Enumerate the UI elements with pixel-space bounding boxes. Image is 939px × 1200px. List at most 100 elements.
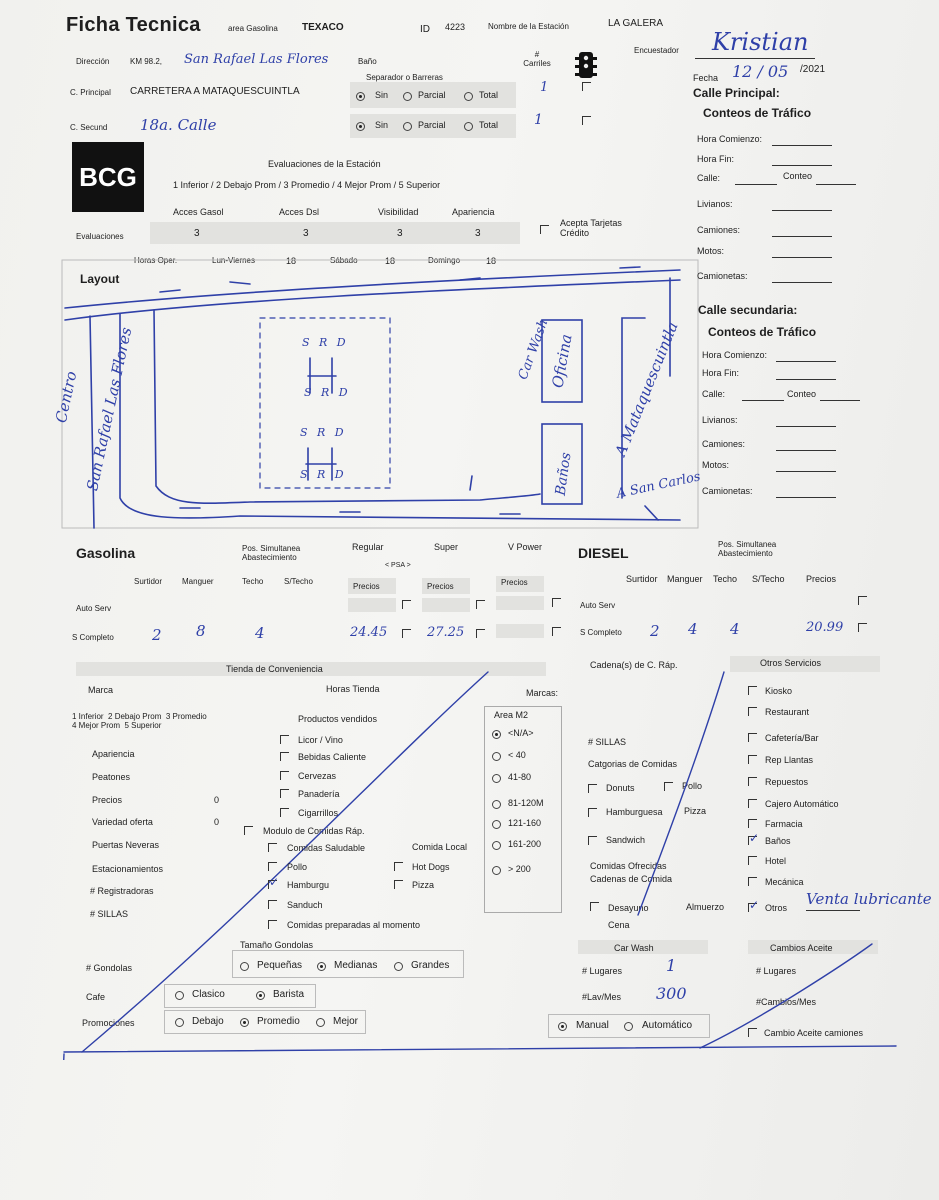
area-radio-6[interactable]	[492, 866, 501, 875]
form-title: Ficha Tecnica	[66, 14, 201, 36]
otros-checkbox-1[interactable]	[748, 707, 757, 716]
date-year: /2021	[800, 64, 826, 75]
secundaria-conteo-label: Conteo	[787, 389, 817, 399]
area-radio-0[interactable]	[492, 730, 501, 739]
comida-checkbox-0[interactable]	[268, 843, 277, 852]
evaluaciones-scale: 1 Inferior / 2 Debajo Prom / 3 Promedio …	[173, 180, 441, 190]
bano-title: Baño	[358, 57, 377, 66]
principal-field-1: Hora Fin:	[697, 154, 735, 164]
producto-checkbox-3[interactable]	[280, 789, 289, 798]
otros-checkbox-6[interactable]	[748, 819, 757, 828]
tienda-rating-7: # SILLAS	[90, 909, 129, 919]
comida-checkbox-2[interactable]: ✓	[268, 875, 280, 889]
area-value: TEXACO	[302, 22, 344, 33]
tienda-rating-1: Peatones	[92, 772, 131, 782]
direccion-print: KM 98.2,	[130, 57, 163, 66]
area-radio-5[interactable]	[492, 841, 501, 850]
secundaria-field-3: Livianos:	[702, 415, 738, 425]
date-value: 12 / 05	[732, 62, 789, 81]
otros-checkbox-2[interactable]	[748, 733, 757, 742]
tienda-rating-6: # Registradoras	[90, 886, 154, 896]
otros-label-2: Cafetería/Bar	[765, 733, 819, 743]
otros-label-3: Rep Llantas	[765, 755, 814, 765]
carriles-1: 1	[540, 80, 549, 95]
producto-checkbox-2[interactable]	[280, 771, 289, 780]
otros-label-8: Hotel	[765, 856, 787, 866]
comida-checkbox-3[interactable]	[268, 900, 277, 909]
otros-checkbox-10[interactable]: ✓	[748, 898, 760, 912]
otros-checkbox-4[interactable]	[748, 777, 757, 786]
secundaria-field-1: Hora Fin:	[702, 368, 740, 378]
otros-checkbox-7[interactable]: ✓	[748, 831, 760, 845]
otros-title: Otros Servicios	[760, 658, 822, 668]
secundaria-title: Calle secundaria:	[698, 303, 798, 317]
layout-sketch	[61, 259, 699, 529]
secund-label: C. Secund	[70, 123, 108, 132]
evaluaciones-row-label: Evaluaciones	[76, 232, 124, 241]
otros-label-9: Mecánica	[765, 877, 804, 887]
secundaria-field-0: Hora Comienzo:	[702, 350, 768, 360]
bcg-logo: BCG	[72, 142, 144, 212]
principal-field-2: Calle:	[697, 173, 721, 183]
direccion-label: Dirección	[76, 57, 110, 66]
principal-label: C. Principal	[70, 88, 111, 97]
otros-checkbox-8[interactable]	[748, 856, 757, 865]
otros-label-10: Otros	[765, 903, 788, 913]
surveyor-label: Encuestador	[634, 46, 679, 55]
comida-label-1: Pollo	[287, 862, 308, 872]
tarjetas-label: Acepta Tarjetas Crédito	[560, 218, 622, 238]
carriles-label: # Carriles	[523, 50, 551, 68]
area-label-0: <N/A>	[508, 728, 534, 738]
secundaria-field-6: Camionetas:	[702, 486, 753, 496]
area-label-2: 41-80	[508, 772, 532, 782]
price-regular: 24.45	[350, 625, 388, 640]
area-label-3: 81-120M	[508, 798, 544, 808]
cambios-title: Cambios Aceite	[770, 943, 833, 953]
date-label: Fecha	[693, 73, 719, 83]
area-label: area Gasolina	[228, 24, 278, 33]
principal-conteos: Conteos de Tráfico	[703, 106, 812, 120]
area-radio-2[interactable]	[492, 774, 501, 783]
area-radio-4[interactable]	[492, 820, 501, 829]
cadena-title: Cadena(s) de C. Ráp.	[590, 660, 678, 670]
tienda-rating-2: Precios	[92, 795, 123, 805]
otros-checkbox-5[interactable]	[748, 799, 757, 808]
principal-value: CARRETERA A MATAQUESCUINTLA	[130, 86, 300, 97]
secundaria-field-2: Calle:	[702, 389, 726, 399]
producto-label-2: Cervezas	[298, 771, 337, 781]
surveyor-value: Kristian	[712, 28, 809, 56]
carriles-2: 1	[534, 112, 543, 128]
principal-field-4: Camiones:	[697, 225, 741, 235]
tienda-rating-3: Variedad oferta	[92, 817, 153, 827]
producto-checkbox-4[interactable]	[280, 808, 289, 817]
comida-label-2: Hamburgu	[287, 880, 330, 890]
otros-checkbox-0[interactable]	[748, 686, 757, 695]
otros-checkbox-9[interactable]	[748, 877, 757, 886]
area-radio-1[interactable]	[492, 752, 501, 761]
tienda-title: Tienda de Conveniencia	[226, 664, 323, 674]
comida-checkbox-1[interactable]	[268, 862, 277, 871]
area-label-5: 161-200	[508, 839, 542, 849]
otros-label-5: Cajero Automático	[765, 799, 839, 809]
layout-label: Layout	[80, 272, 120, 286]
gasolina-title: Gasolina	[76, 545, 136, 561]
separador-label: Separador o Barreras	[366, 73, 443, 82]
principal-field-5: Motos:	[697, 246, 725, 256]
area-radio-3[interactable]	[492, 800, 501, 809]
principal-title: Calle Principal:	[693, 86, 780, 100]
diesel-title: DIESEL	[578, 545, 629, 561]
principal-field-6: Camionetas:	[697, 271, 748, 281]
principal-field-0: Hora Comienzo:	[697, 134, 763, 144]
secund-value: 18a. Calle	[140, 116, 217, 134]
area-label-4: 121-160	[508, 818, 542, 828]
producto-checkbox-1[interactable]	[280, 752, 289, 761]
comida-checkbox-4[interactable]	[268, 920, 277, 929]
otros-checkbox-3[interactable]	[748, 755, 757, 764]
principal-conteo-label: Conteo	[783, 171, 813, 181]
tienda-rating-4: Puertas Neveras	[92, 840, 160, 850]
producto-label-4: Cigarrillos	[298, 808, 339, 818]
producto-checkbox-0[interactable]	[280, 735, 289, 744]
producto-label-3: Panadería	[298, 789, 340, 799]
secundaria-conteos: Conteos de Tráfico	[708, 325, 817, 339]
